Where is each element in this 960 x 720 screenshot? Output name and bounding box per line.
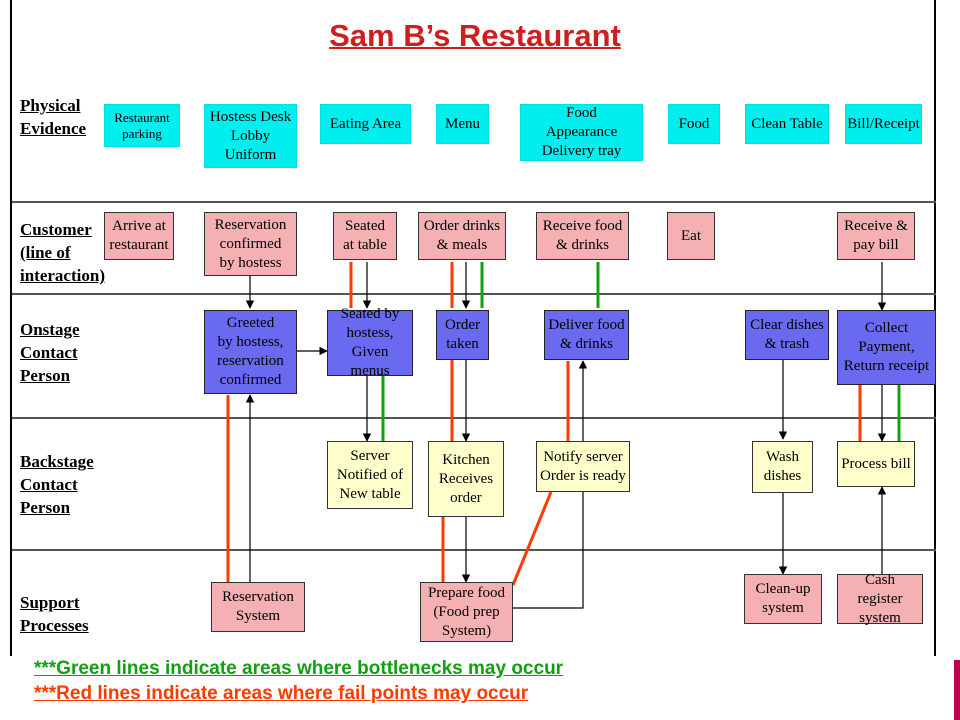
customer-order-drinks-meals: Order drinks & meals [418, 212, 506, 260]
backstage-wash-dishes: Wash dishes [752, 441, 813, 493]
onstage-deliver-food: Deliver food & drinks [544, 310, 629, 360]
evidence-food: Food [668, 104, 720, 144]
slide-edge-accent [954, 660, 960, 720]
evidence-eating-area: Eating Area [320, 104, 411, 144]
lane-label-support: Support Processes [20, 593, 89, 635]
backstage-process-bill: Process bill [837, 441, 915, 487]
lane-divider [12, 293, 936, 295]
evidence-bill-receipt: Bill/Receipt [845, 104, 922, 144]
onstage-greeted: Greeted by hostess, reservation confirme… [204, 310, 297, 394]
onstage-collect-payment: Collect Payment, Return receipt [837, 310, 936, 385]
backstage-notify-server: Notify server Order is ready [536, 441, 630, 492]
customer-receive-pay-bill: Receive & pay bill [837, 212, 915, 260]
lane-label-customer: Customer (line of interaction) [20, 220, 105, 285]
customer-arrive: Arrive at restaurant [104, 212, 174, 260]
lane-divider [12, 549, 936, 551]
backstage-kitchen-receives: Kitchen Receives order [428, 441, 504, 517]
evidence-restaurant-parking: Restaurant parking [104, 104, 180, 147]
lane-label-onstage: Onstage Contact Person [20, 320, 80, 385]
support-cash-register: Cash register system [837, 572, 923, 626]
customer-receive-food: Receive food & drinks [536, 212, 629, 260]
customer-seated: Seated at table [333, 212, 397, 260]
onstage-order-taken: Order taken [436, 310, 489, 360]
fail-point-line [511, 491, 553, 586]
lane-divider [12, 201, 936, 203]
legend-bottleneck: ***Green lines indicate areas where bott… [34, 658, 564, 679]
onstage-clear-dishes: Clear dishes & trash [745, 310, 829, 360]
lane-label-backstage: Backstage Contact Person [20, 452, 94, 517]
lane-label-physical-evidence: Physical Evidence [20, 96, 87, 138]
legend-fail-point: ***Red lines indicate areas where fail p… [34, 683, 529, 704]
support-reservation-system: Reservation System [211, 582, 305, 632]
customer-reservation-confirmed: Reservation confirmed by hostess [204, 212, 297, 276]
evidence-menu: Menu [436, 104, 489, 144]
customer-eat: Eat [667, 212, 715, 260]
evidence-hostess-desk: Hostess Desk Lobby Uniform [204, 104, 297, 168]
support-cleanup-system: Clean-up system [744, 574, 822, 624]
evidence-clean-table: Clean Table [745, 104, 829, 144]
backstage-server-notified: Server Notified of New table [327, 441, 413, 509]
lane-divider [12, 417, 936, 419]
support-prepare-food: Prepare food (Food prep System) [420, 582, 513, 642]
onstage-seated-by-hostess: Seated by hostess, Given menus [327, 306, 413, 379]
connector-prepare-notify [513, 466, 588, 609]
diagram-title: Sam B’s Restaurant [329, 18, 621, 53]
evidence-food-appearance: Food Appearance Delivery tray [520, 104, 643, 161]
